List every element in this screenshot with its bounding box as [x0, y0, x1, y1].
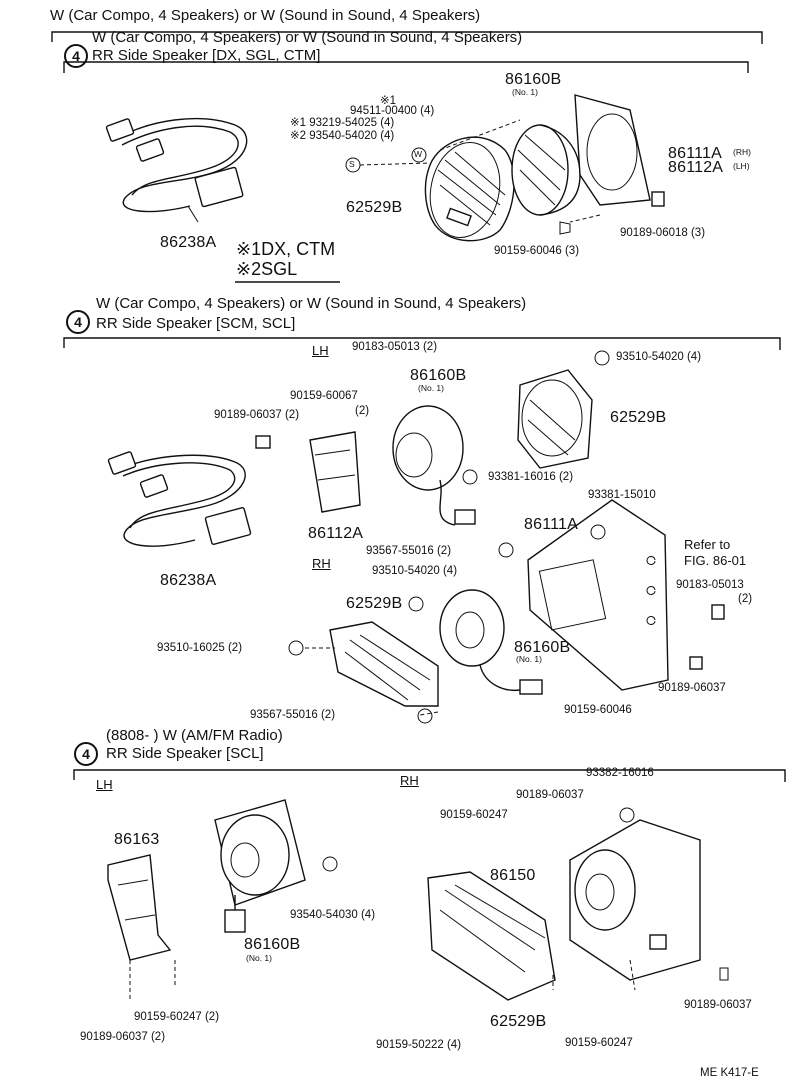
harness-86238A-top	[105, 117, 248, 223]
section-2-frame	[63, 337, 781, 350]
part-note: (2)	[355, 405, 370, 417]
part-label: 86112A	[308, 525, 364, 542]
side-label-rh: RH	[400, 773, 419, 788]
grille-62529B-bottom	[427, 871, 556, 1001]
part-label: 90159-60247	[440, 809, 508, 821]
grille-62529B-mid	[517, 369, 593, 469]
part-note: (No. 1)	[516, 654, 542, 664]
part-label: 93381-16016 (2)	[488, 471, 574, 483]
part-label: 86160B	[410, 367, 467, 384]
part-label: 86111A	[668, 145, 722, 162]
part-note: (No. 1)	[512, 87, 538, 97]
bracket-86112A-mid	[255, 431, 361, 513]
section-number-badge: 4	[66, 310, 90, 334]
part-label: 86163	[114, 831, 160, 848]
part-label: 90189-06037 (2)	[214, 409, 300, 421]
part-label: 86112A	[668, 159, 724, 176]
part-note: (No. 1)	[418, 383, 444, 393]
section-heading: (8808- ) W (AM/FM Radio)	[106, 727, 283, 744]
part-label: ※1 93219-54025 (4)	[290, 117, 395, 129]
speaker-86160B-rh	[439, 589, 543, 695]
part-note: (No. 1)	[246, 953, 272, 963]
variant-note: ※1DX, CTM	[236, 239, 336, 259]
part-label: 86150	[490, 867, 536, 884]
part-label: 93567-55016 (2)	[366, 545, 452, 557]
part-label: 86111A	[524, 516, 578, 533]
section-3-frame	[73, 769, 786, 782]
reference-note: FIG. 86-01	[684, 553, 747, 568]
bracket-86111A-mid	[527, 499, 669, 691]
section-subheading: RR Side Speaker [DX, SGL, CTM]	[92, 47, 321, 64]
part-label: 90189-06037	[658, 682, 726, 694]
part-label: 93540-54030 (4)	[290, 909, 376, 921]
part-note: (LH)	[733, 161, 750, 171]
part-label: 90189-06037 (2)	[80, 1031, 166, 1043]
section-subheading: RR Side Speaker [SCM, SCL]	[96, 315, 296, 332]
part-label: 62529B	[346, 595, 403, 612]
part-label: 86160B	[514, 639, 571, 656]
part-label: 93510-54020 (4)	[372, 565, 458, 577]
part-label: 90159-60046 (3)	[494, 245, 580, 257]
speaker-86160B-lh	[392, 405, 476, 526]
section-number-badge: 4	[74, 742, 98, 766]
speaker-86150	[569, 819, 701, 981]
side-label-rh: RH	[312, 556, 331, 571]
part-label: 90159-60247 (2)	[134, 1011, 220, 1023]
part-label: 94511-00400 (4)	[350, 105, 435, 117]
part-label: 90189-06018 (3)	[620, 227, 706, 239]
screw-symbols	[288, 350, 635, 872]
part-label: 90159-60046	[564, 704, 632, 716]
bracket-86111A-top	[574, 94, 665, 207]
section-heading: W (Car Compo, 4 Speakers) or W (Sound in…	[92, 29, 523, 46]
part-label: 90159-60247	[565, 1037, 633, 1049]
part-label: 93381-15010	[588, 489, 656, 501]
speaker-86160B-lh-bottom	[214, 799, 306, 933]
part-label: 62529B	[346, 199, 403, 216]
side-label-lh: LH	[96, 777, 113, 792]
part-label: 86160B	[505, 71, 562, 88]
part-label: 86160B	[244, 936, 301, 953]
part-label: ※1	[380, 95, 397, 107]
part-label: 62529B	[490, 1013, 547, 1030]
part-label: 90159-60067	[290, 390, 358, 402]
section-number-badge: 4	[64, 44, 88, 68]
part-label: 93567-55016 (2)	[250, 709, 336, 721]
screw-symbol-label: S	[349, 159, 355, 169]
part-label: 93382-16016	[586, 767, 654, 779]
page-title: W (Car Compo, 4 Speakers) or W (Sound in…	[50, 7, 481, 24]
part-note: (RH)	[733, 147, 751, 157]
harness-86238A-mid	[107, 451, 252, 547]
part-label: 90183-05013	[676, 579, 744, 591]
section-1-frame	[51, 31, 763, 44]
side-label-lh: LH	[312, 343, 329, 358]
section-heading: W (Car Compo, 4 Speakers) or W (Sound in…	[96, 295, 527, 312]
part-label: 93510-16025 (2)	[157, 642, 243, 654]
section-subheading: RR Side Speaker [SCL]	[106, 745, 264, 762]
part-label: 90189-06037	[684, 999, 752, 1011]
reference-note: Refer to	[684, 537, 731, 552]
part-label: 93510-54020 (4)	[616, 351, 702, 363]
grille-62529B-top	[424, 136, 515, 242]
speaker-86160B-top	[511, 124, 581, 216]
part-label: ※2 93540-54020 (4)	[290, 130, 395, 142]
part-label: 86238A	[160, 234, 217, 251]
washer-symbol-label: W	[414, 149, 423, 159]
part-label: 90159-50222 (4)	[376, 1039, 462, 1051]
part-label: 90183-05013 (2)	[352, 341, 438, 353]
part-label: 90189-06037	[516, 789, 584, 801]
grille-62529B-rh	[329, 621, 439, 707]
variant-note: ※2SGL	[236, 259, 298, 279]
figure-code: ME K417-E	[700, 1067, 759, 1079]
part-label: 62529B	[610, 409, 667, 426]
part-label: 86238A	[160, 572, 217, 589]
bracket-86163	[107, 854, 172, 961]
part-note: (2)	[738, 593, 753, 605]
